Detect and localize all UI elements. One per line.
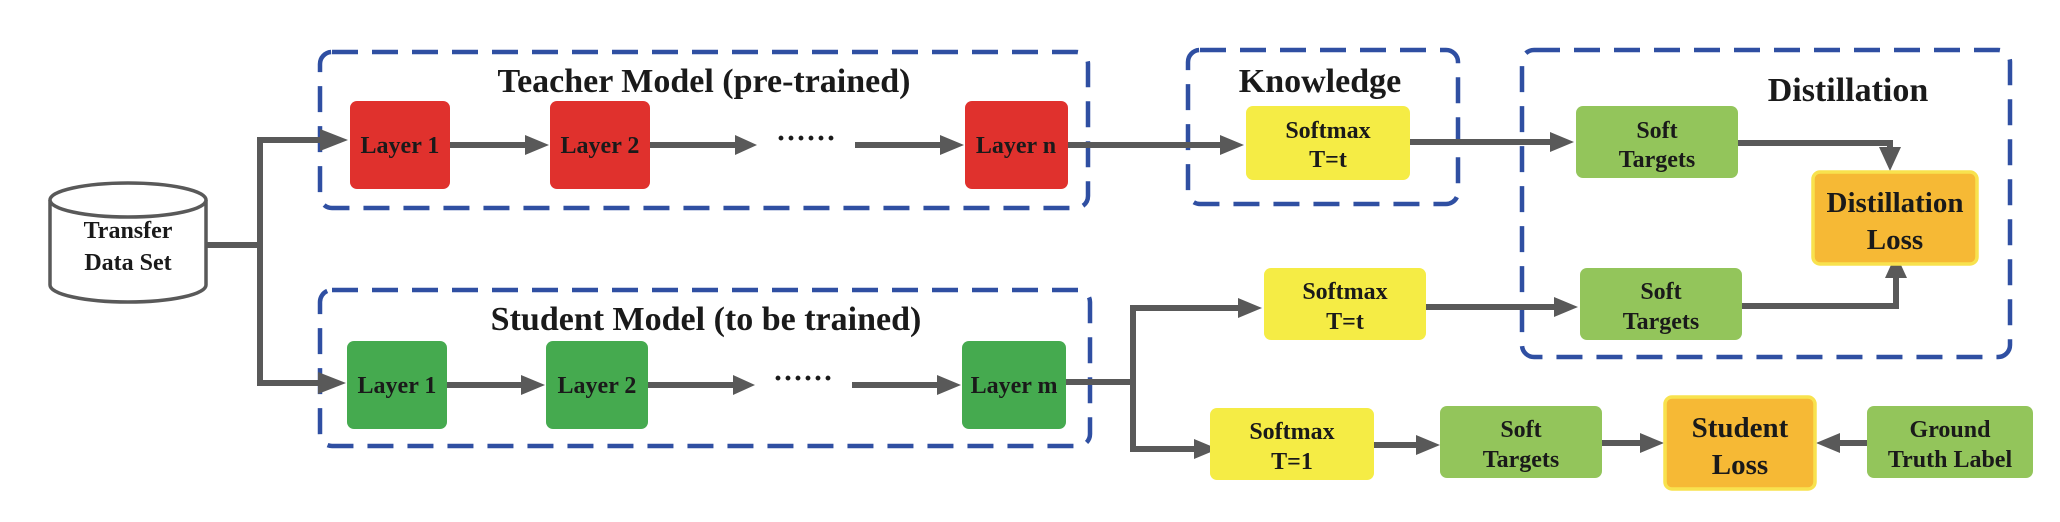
student-loss-line2: Loss: [1712, 449, 1768, 481]
arrowhead-t-ln: [940, 135, 964, 155]
teacher-layer-2-label: Layer 2: [561, 133, 640, 159]
student-softmax-1-line1: Softmax: [1249, 419, 1334, 445]
student-loss: Student Loss: [1663, 395, 1817, 491]
teacher-model-title: Teacher Model (pre-trained): [498, 63, 911, 100]
arrowheads: [318, 129, 1907, 459]
student-layer-1: Layer 1: [347, 341, 447, 429]
distillation-soft-targets-top-line2: Targets: [1619, 147, 1695, 173]
teacher-layer-2: Layer 2: [550, 101, 650, 189]
line-st-top-to-loss: [1738, 140, 1893, 150]
student-softmax-t-line2: T=t: [1326, 309, 1364, 335]
arrowhead-knowledge-softmax: [1220, 135, 1244, 155]
ground-truth-label-line2: Truth Label: [1888, 447, 2013, 473]
student-model-group: [317, 287, 1093, 449]
distillation-soft-targets-bottom-box: [1580, 268, 1742, 340]
student-loss-line1: Student: [1692, 412, 1789, 444]
arrowhead-softmax-1: [1194, 439, 1218, 459]
dataset-cylinder-top: [48, 181, 208, 219]
distillation-group: [1519, 47, 2013, 360]
distillation-soft-targets-top-box: [1576, 106, 1738, 178]
student-layer-2-box: [546, 341, 648, 429]
distillation-soft-targets-bottom: Soft Targets: [1580, 268, 1742, 340]
arrowhead-t-l2: [525, 135, 549, 155]
arrowhead-s-dots: [733, 375, 755, 395]
distillation-soft-targets-top: Soft Targets: [1576, 106, 1738, 178]
dataset-label-line2: Data Set: [84, 250, 171, 276]
arrowhead-student-l1: [318, 372, 346, 394]
student-softmax-1-box: [1210, 408, 1374, 480]
distillation-soft-targets-bottom-line1: Soft: [1640, 279, 1681, 305]
arrowhead-s-lm: [937, 375, 961, 395]
student-soft-targets-box: [1440, 406, 1602, 478]
distillation-loss-box: [1811, 170, 1979, 266]
dataset-cylinder-body: [48, 200, 208, 304]
arrowhead-teacher-l1: [320, 129, 348, 151]
arrowhead-dist-soft-targets-top: [1550, 132, 1574, 152]
student-softmax-t-line1: Softmax: [1302, 279, 1387, 305]
teacher-layer-n-box: [965, 101, 1068, 189]
student-soft-targets-line2: Targets: [1483, 447, 1559, 473]
student-loss-box: [1663, 395, 1817, 491]
teacher-layer-n-label: Layer n: [976, 133, 1056, 159]
ground-truth-label-line1: Ground: [1910, 417, 1992, 443]
arrowhead-soft-targets-s1: [1416, 435, 1440, 455]
teacher-ellipsis: ······: [776, 122, 836, 155]
knowledge-group: [1185, 47, 1461, 207]
student-layer-m-box: [962, 341, 1066, 429]
student-softmax-1-line2: T=1: [1271, 449, 1313, 475]
student-layer-1-label: Layer 1: [358, 373, 437, 399]
distillation-soft-targets-top-line1: Soft: [1636, 118, 1677, 144]
arrowhead-t-dots: [735, 135, 757, 155]
arrowhead-student-loss-from-st: [1640, 433, 1664, 453]
distillation-loss-line1: Distillation: [1827, 187, 1964, 219]
teacher-layer-1-box: [350, 101, 450, 189]
knowledge-softmax: Softmax T=t: [1246, 106, 1410, 180]
ground-truth-label: Ground Truth Label: [1867, 406, 2033, 478]
student-model-title: Student Model (to be trained): [491, 301, 922, 338]
arrowhead-dist-soft-targets-bottom: [1554, 297, 1578, 317]
teacher-layer-n: Layer n: [965, 101, 1068, 189]
student-layer-m-label: Layer m: [971, 373, 1058, 399]
knowledge-title: Knowledge: [1239, 63, 1401, 100]
student-layer-2: Layer 2: [546, 341, 648, 429]
student-ellipsis: ······: [773, 362, 833, 395]
student-layer-m: Layer m: [962, 341, 1066, 429]
student-layer-2-label: Layer 2: [558, 373, 637, 399]
student-softmax-t-box: [1264, 268, 1426, 340]
knowledge-softmax-box: [1246, 106, 1410, 180]
distillation-soft-targets-bottom-line2: Targets: [1623, 309, 1699, 335]
knowledge-softmax-line1: Softmax: [1285, 118, 1370, 144]
distillation-title: Distillation: [1768, 72, 1929, 109]
student-soft-targets: Soft Targets: [1440, 406, 1602, 478]
teacher-layer-2-box: [550, 101, 650, 189]
arrowhead-loss-from-bottom: [1885, 254, 1907, 278]
teacher-layer-1: Layer 1: [350, 101, 450, 189]
student-soft-targets-line1: Soft: [1500, 417, 1541, 443]
distillation-loss-line2: Loss: [1867, 224, 1923, 256]
arrowhead-s-l2: [521, 375, 545, 395]
ground-truth-label-box: [1867, 406, 2033, 478]
arrowhead-softmax-t-student: [1238, 298, 1262, 318]
student-layer-1-box: [347, 341, 447, 429]
dataset-label-line1: Transfer: [84, 218, 173, 244]
student-softmax-t: Softmax T=t: [1264, 268, 1426, 340]
distillation-loss: Distillation Loss: [1811, 170, 1979, 266]
teacher-layer-1-label: Layer 1: [361, 133, 440, 159]
transfer-data-set: Transfer Data Set: [48, 181, 208, 304]
arrowhead-student-loss-from-gt: [1816, 433, 1840, 453]
knowledge-softmax-line2: T=t: [1309, 147, 1347, 173]
arrowhead-loss-from-top: [1879, 147, 1901, 171]
line-st-bottom-to-loss: [1742, 275, 1899, 309]
student-softmax-1: Softmax T=1: [1210, 408, 1374, 480]
